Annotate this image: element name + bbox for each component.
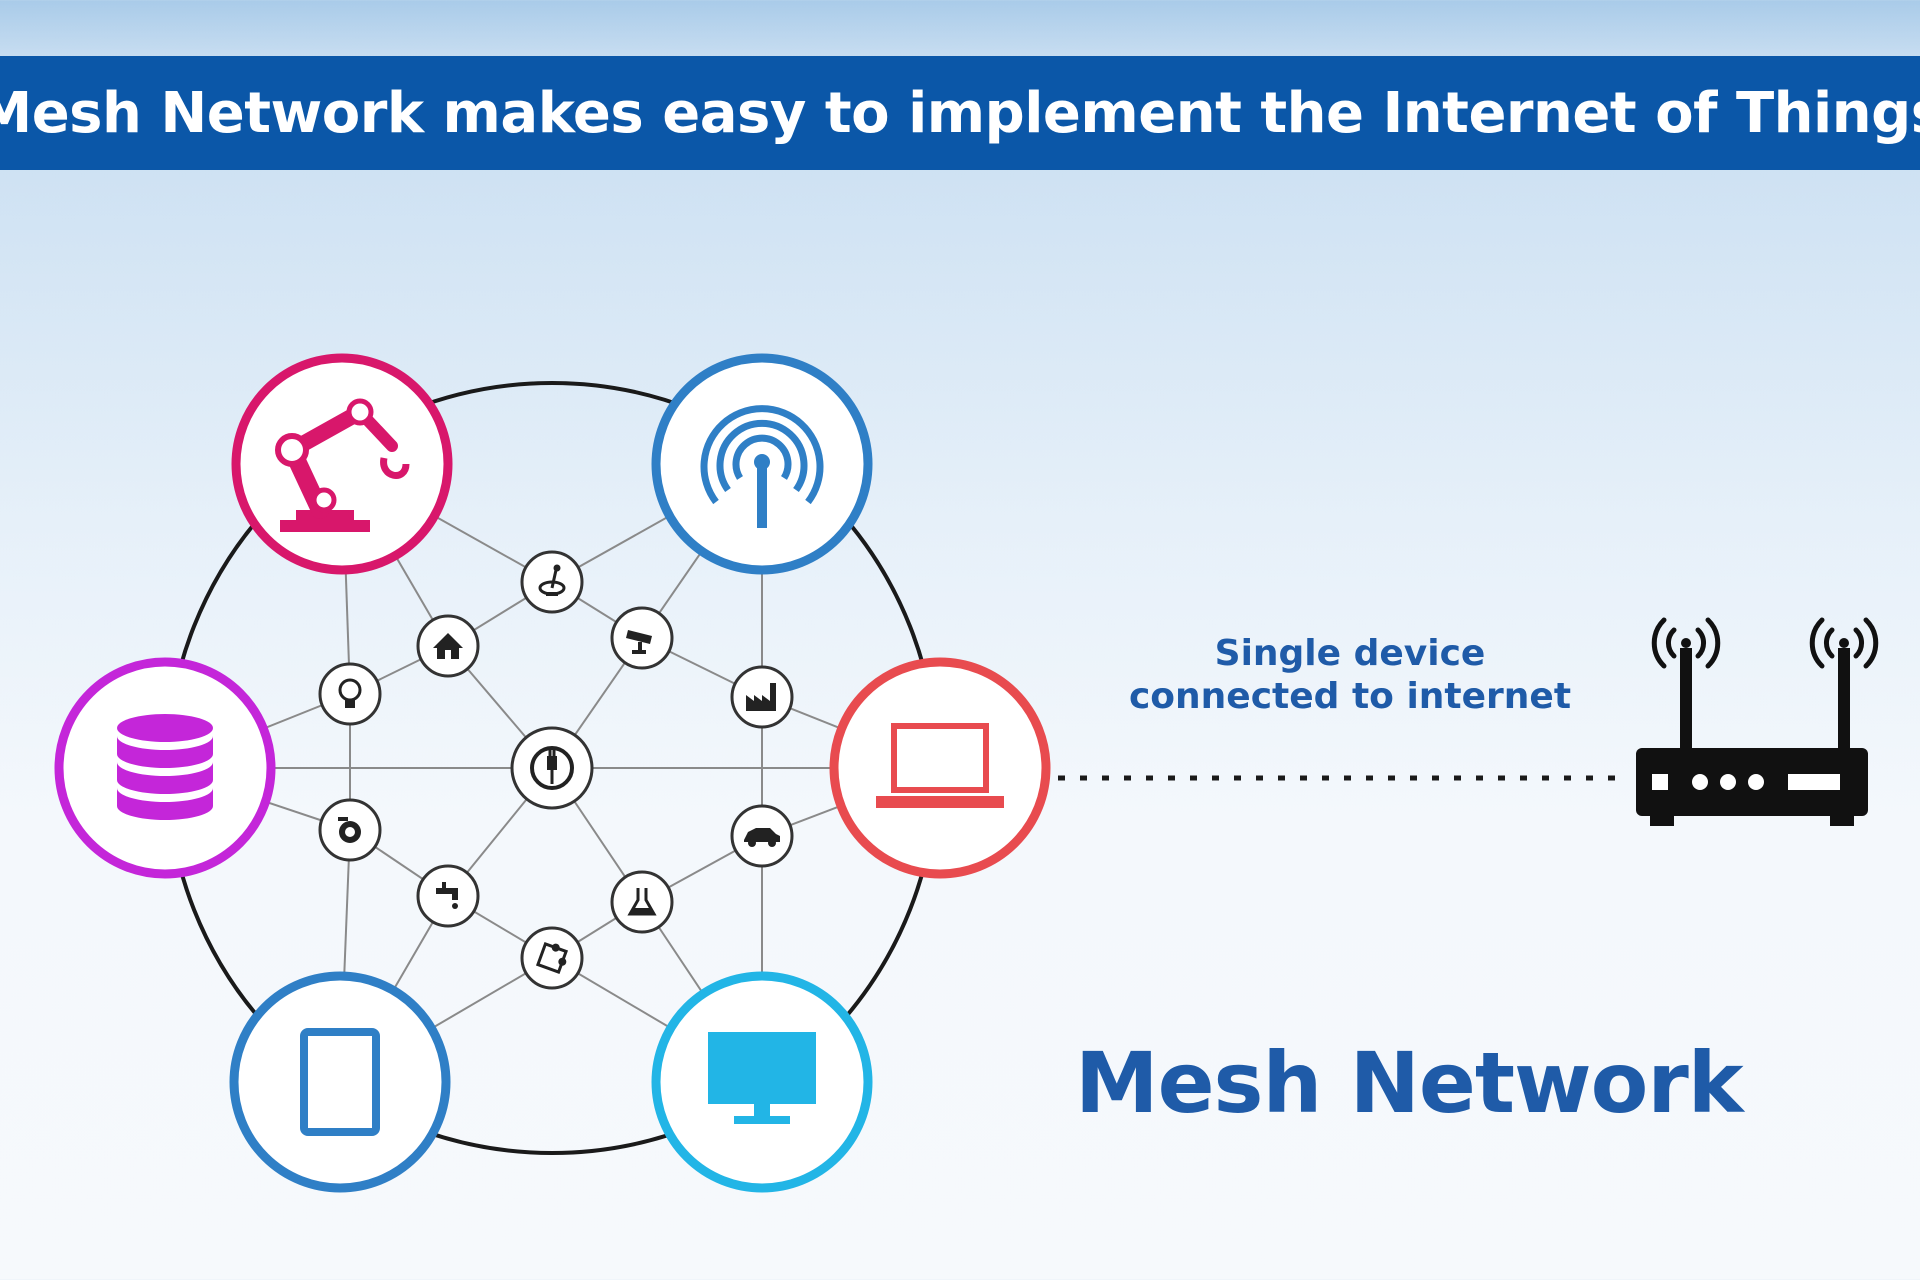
flask-icon (627, 888, 657, 916)
inner-node-puzzle (520, 926, 584, 990)
inner-node-plug (510, 726, 594, 810)
database-icon (117, 714, 213, 820)
monitor-icon (708, 1032, 816, 1124)
page-title: Mesh Network makes easy to implement the… (0, 80, 1920, 146)
inner-node-flask (610, 870, 674, 934)
light-bulb-icon (338, 678, 362, 708)
wifi-router (1636, 617, 1879, 826)
factory-icon (746, 683, 776, 711)
industrial-robot-icon (275, 398, 410, 532)
car-icon (744, 828, 780, 847)
inner-node-faucet (416, 864, 480, 928)
outer-node-antenna (651, 353, 873, 575)
inner-node-washer (318, 798, 382, 862)
network-name-label: Mesh Network (1075, 1034, 1744, 1132)
satellite-dish-icon (538, 564, 566, 596)
outer-node-robot (231, 353, 453, 575)
outer-node-tablet (229, 971, 451, 1193)
cctv-camera-icon (626, 630, 652, 654)
connection-label-line2: connected to internet (1128, 676, 1572, 717)
title-bar: Mesh Network makes easy to implement the… (0, 56, 1920, 170)
inner-node-bulb (318, 662, 382, 726)
washing-machine-icon (338, 817, 361, 843)
inner-node-factory (730, 665, 794, 729)
puzzle-icon (535, 941, 569, 975)
inner-node-home (416, 614, 480, 678)
power-plug-icon (530, 746, 574, 790)
laptop-icon (876, 723, 1004, 808)
connection-label-line1: Single device (1214, 633, 1486, 674)
outer-node-database (54, 657, 276, 879)
inner-node-car (730, 804, 794, 868)
inner-node-satellite (520, 550, 584, 614)
home-icon (433, 633, 463, 659)
tablet-icon (300, 1028, 380, 1136)
internet-connection-label: Single device connected to internet (1090, 632, 1610, 718)
wifi-router-icon (1636, 617, 1879, 826)
wifi-antenna-icon (700, 405, 824, 528)
outer-node-laptop (829, 657, 1051, 879)
water-faucet-icon (436, 882, 458, 909)
inner-node-camera (610, 606, 674, 670)
outer-node-monitor (651, 971, 873, 1193)
